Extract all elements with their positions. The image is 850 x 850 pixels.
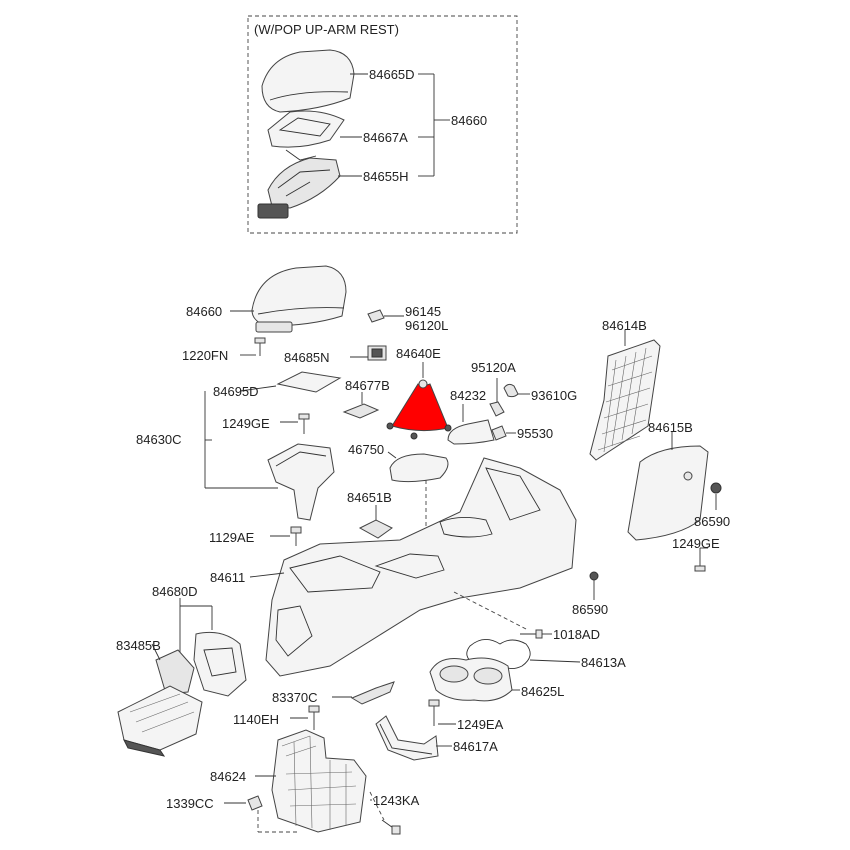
main-armrest-group: 84660 1220FN	[182, 265, 347, 363]
label-84630C: 84630C	[136, 432, 182, 447]
right-trim-drawing	[627, 445, 709, 541]
shift-boot-group: 84640E	[386, 346, 452, 440]
label-86590-b: 86590	[572, 602, 608, 617]
console-box-drawing	[267, 443, 335, 521]
label-95530: 95530	[517, 426, 553, 441]
side-panel-drawing	[589, 339, 661, 461]
armrest-plate-drawing	[267, 110, 345, 148]
label-84660: 84660	[186, 304, 222, 319]
label-1129AE: 1129AE	[209, 530, 255, 545]
inset-border	[247, 15, 518, 234]
label-1249GE-a: 1249GE	[222, 416, 270, 431]
ashtray-drawing	[117, 685, 203, 751]
label-1243KA: 1243KA	[373, 793, 420, 808]
label-84640E: 84640E	[396, 346, 441, 361]
label-46750: 46750	[348, 442, 384, 457]
shift-boot-highlight	[391, 383, 449, 432]
label-84613A: 84613A	[581, 655, 626, 670]
label-1249GE-b: 1249GE	[672, 536, 720, 551]
label-95120A: 95120A	[471, 360, 516, 375]
label-84677B: 84677B	[345, 378, 390, 393]
label-1018AD: 1018AD	[553, 627, 600, 642]
label-96120L: 96120L	[405, 318, 448, 333]
label-83485B: 83485B	[116, 638, 161, 653]
label-84615B: 84615B	[648, 420, 693, 435]
label-84665D: 84665D	[369, 67, 415, 82]
bracket-small-group: 83370C 1140EH	[233, 681, 395, 730]
main-console-drawing	[265, 457, 577, 677]
side-panel-group: 84614B	[589, 318, 661, 461]
label-1220FN: 1220FN	[182, 348, 228, 363]
label-84660-inset: 84660	[451, 113, 487, 128]
armrest-latch-drawing	[257, 203, 289, 219]
label-84695D: 84695D	[213, 384, 259, 399]
right-trim-group: 84615B 86590 1249GE	[627, 420, 730, 572]
console-box-group: 1249GE 84630C	[136, 391, 335, 521]
armrest-drawing	[251, 265, 347, 327]
label-86590-a: 86590	[694, 514, 730, 529]
label-84611: 84611	[210, 570, 245, 585]
armrest-lid-drawing	[261, 49, 355, 113]
inset-title: (W/POP UP-ARM REST)	[254, 22, 399, 37]
label-84680D: 84680D	[152, 584, 198, 599]
main-console-group: 84611 1129AE	[209, 457, 577, 677]
label-83370C: 83370C	[272, 690, 318, 705]
grommet-group: 86590	[572, 571, 608, 617]
tray-lid-group: 84695D 84677B	[213, 371, 390, 419]
lower-frame-drawing	[271, 729, 367, 833]
label-84617A: 84617A	[453, 739, 498, 754]
lower-bracket-group: 1249EA 84617A	[375, 699, 504, 761]
label-84651B: 84651B	[347, 490, 392, 505]
bracket-group: 93610G 95120A 84232 95530	[447, 360, 577, 445]
lower-frame-group: 84624 1339CC 1243KA	[166, 729, 420, 835]
label-84625L: 84625L	[521, 684, 564, 699]
label-84232: 84232	[450, 388, 486, 403]
label-84614B: 84614B	[602, 318, 647, 333]
cupholder-group: 1018AD 84613A 84625L	[429, 591, 626, 702]
label-1140EH: 1140EH	[233, 712, 279, 727]
armrest-base-drawing	[267, 157, 341, 209]
label-93610G: 93610G	[531, 388, 577, 403]
label-84685N: 84685N	[284, 350, 330, 365]
switch-group: 84685N	[284, 345, 387, 365]
inset-group: (W/POP UP-ARM REST) 84665D 84660 84667A …	[247, 15, 518, 234]
label-1249EA: 1249EA	[457, 717, 504, 732]
label-1339CC: 1339CC	[166, 796, 214, 811]
trim-plates-group: 46750 84651B	[347, 442, 449, 540]
label-96145: 96145	[405, 304, 441, 319]
label-84667A: 84667A	[363, 130, 408, 145]
label-84624: 84624	[210, 769, 246, 784]
label-84655H: 84655H	[363, 169, 409, 184]
clip-group: 96145 96120L	[367, 304, 448, 333]
ashtray-group: 84680D 83485B	[116, 584, 247, 757]
